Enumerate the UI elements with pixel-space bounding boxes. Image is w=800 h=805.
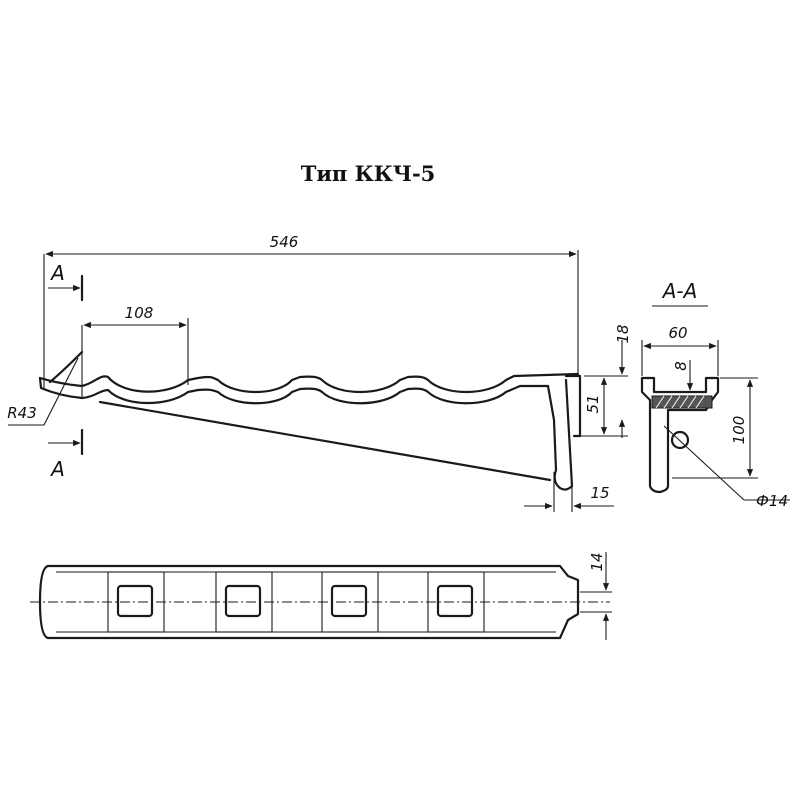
section-profile xyxy=(640,376,720,494)
dimension-14-label: 14 xyxy=(588,552,606,571)
plan-outline xyxy=(38,564,580,640)
dimension-pitch-label: 108 xyxy=(125,304,154,322)
bracket-tray-profile xyxy=(38,372,580,394)
drawing-title: Тип ККЧ-5 xyxy=(301,161,436,186)
section-mark-bottom: A xyxy=(49,457,65,481)
mounting-hole xyxy=(670,430,690,450)
radius-label: R43 xyxy=(7,404,37,422)
hole-diameter-label: Ф14 xyxy=(756,492,788,510)
dimension-60-label: 60 xyxy=(668,324,687,342)
dimension-8-label: 8 xyxy=(672,361,690,371)
section-mark-top: A xyxy=(49,261,65,285)
plan-cells xyxy=(107,571,485,633)
plan-view: 14 xyxy=(30,552,612,640)
dimension-18-label: 18 xyxy=(614,324,632,343)
dimension-100-label: 100 xyxy=(730,416,748,445)
section-view: А-А 60 8 Ф14 100 xyxy=(640,279,790,510)
dimension-15-label: 15 xyxy=(590,484,609,502)
bracket-support-strut xyxy=(98,400,552,482)
section-title: А-А xyxy=(661,279,698,303)
wall-plate xyxy=(564,374,582,438)
dimension-length-label: 546 xyxy=(270,233,299,251)
dimension-51-label: 51 xyxy=(584,394,602,413)
side-view: 546 108 A A R43 18 51 xyxy=(7,233,632,512)
